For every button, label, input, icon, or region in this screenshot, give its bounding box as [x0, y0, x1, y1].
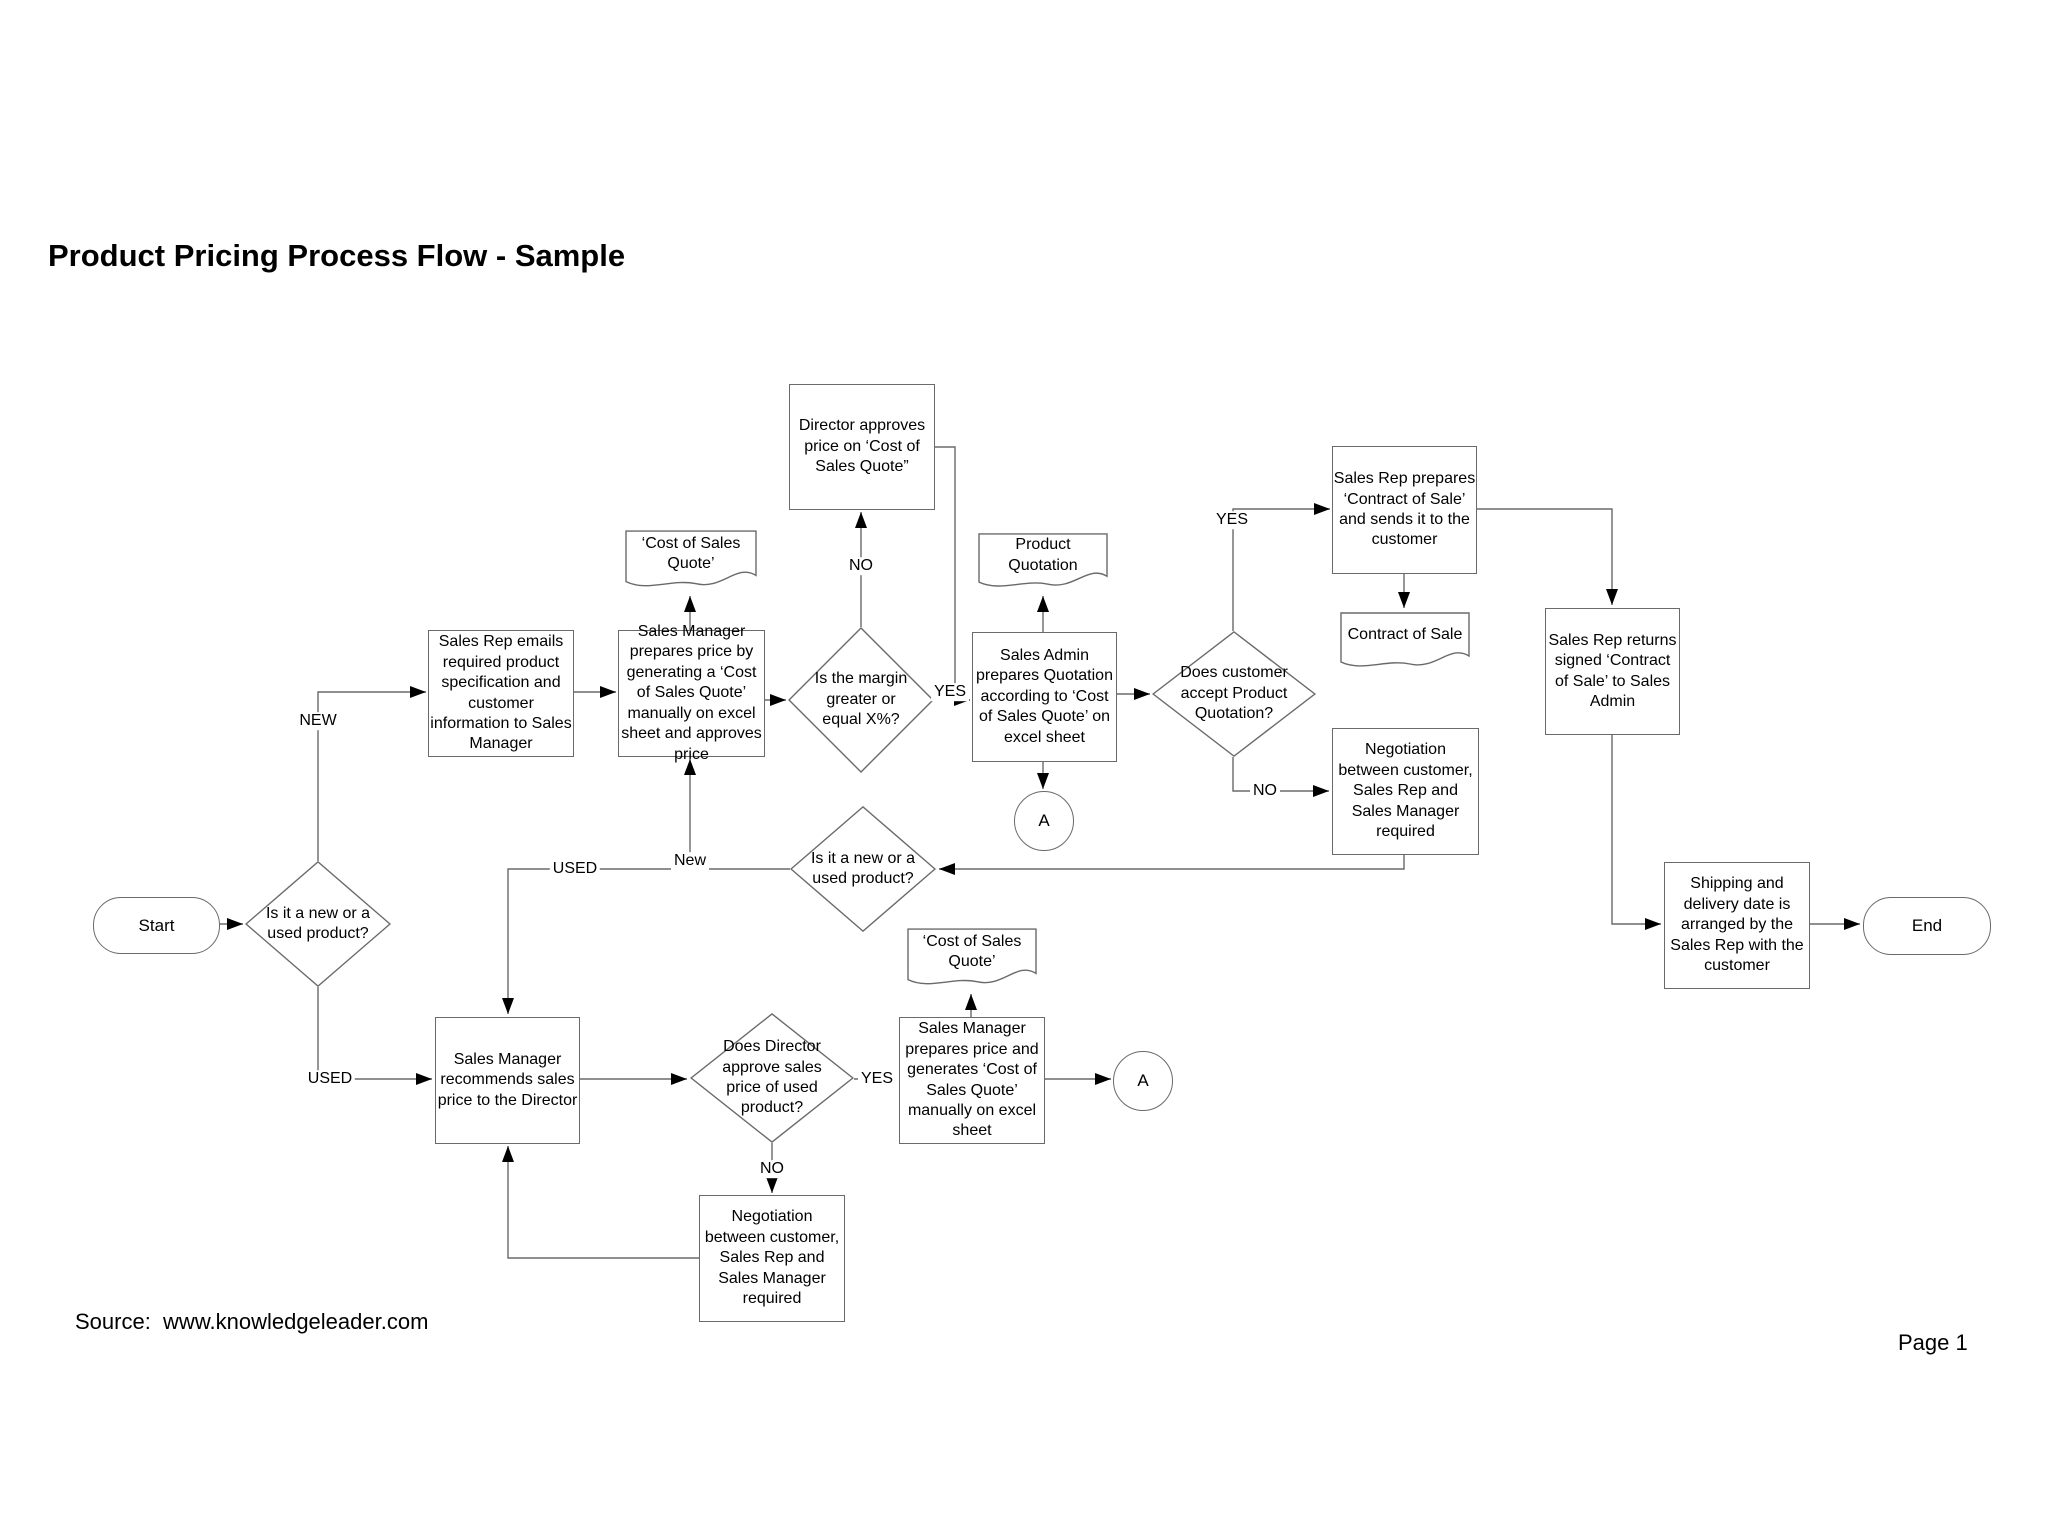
edge-label-yes-customer: YES — [1212, 511, 1252, 529]
document-shape — [1340, 612, 1470, 672]
edge-label-yes-margin: YES — [930, 683, 970, 701]
process-shipping-delivery: Shipping and delivery date is arranged b… — [1664, 862, 1810, 989]
diamond-shape — [1152, 631, 1316, 757]
process-sales-rep-prepares-contract-label: Sales Rep prepares ‘Contract of Sale’ an… — [1333, 470, 1476, 549]
process-negotiation-2: Negotiation between customer, Sales Rep … — [699, 1195, 845, 1322]
edge-label-used-2: USED — [549, 860, 601, 878]
decision-new-or-used-2-label: Is it a new or a used product? — [810, 849, 916, 887]
edge-label-used-1: USED — [304, 1070, 356, 1088]
process-sales-admin-prepares-quotation: Sales Admin prepares Quotation according… — [972, 632, 1117, 762]
terminator-start-label: Start — [138, 915, 175, 935]
connector-a-2: A — [1113, 1051, 1173, 1111]
decision-director-approve: Does Director approve sales price of use… — [690, 1013, 854, 1143]
decision-new-or-used-1-label: Is it a new or a used product? — [265, 904, 371, 942]
edge-d2-used-to-recommends-top — [502, 868, 790, 1014]
diamond-shape — [245, 861, 391, 987]
connector-a-2-label: A — [1137, 1071, 1149, 1091]
process-sales-manager-prepares-price-new: Sales Manager prepares price by generati… — [618, 623, 765, 763]
process-sales-rep-emails: Sales Rep emails required product specif… — [428, 630, 574, 757]
diamond-shape — [690, 1013, 854, 1143]
edge-d-customer-yes-to-contract-prep — [1232, 503, 1330, 631]
edge-negotiation1-to-d2 — [939, 853, 1405, 875]
edge-label-new-1: NEW — [296, 712, 340, 730]
process-sales-manager-prepares-price-used: Sales Manager prepares price and generat… — [899, 1017, 1045, 1144]
page-title: Product Pricing Process Flow - Sample — [48, 238, 626, 273]
edge-director-to-sales-admin — [933, 446, 956, 700]
process-sales-manager-prepares-price-new-label: Sales Manager prepares price by generati… — [621, 622, 762, 763]
document-contract-of-sale-label: Contract of Sale — [1347, 625, 1463, 643]
edge-label-no-director: NO — [757, 1160, 787, 1178]
terminator-start: Start — [93, 897, 220, 954]
document-cost-of-sales-quote-bottom: ‘Cost of Sales Quote’ — [907, 928, 1037, 990]
document-product-quotation: Product Quotation — [978, 533, 1108, 592]
process-director-approves: Director approves price on ‘Cost of Sale… — [789, 384, 935, 510]
diamond-shape — [788, 627, 934, 773]
edge-returns-to-shipping — [1611, 733, 1661, 930]
connector-a-1-label: A — [1038, 811, 1050, 831]
edge-label-yes-director: YES — [857, 1070, 897, 1088]
process-sales-rep-returns-contract-label: Sales Rep returns signed ‘Contract of Sa… — [1548, 631, 1677, 710]
source-note: Source: www.knowledgeleader.com — [75, 1309, 429, 1334]
edge-label-new-2: New — [670, 852, 710, 870]
diamond-shape — [790, 806, 936, 932]
terminator-end-label: End — [1911, 916, 1943, 936]
edge-label-no-customer: NO — [1250, 782, 1280, 800]
decision-director-approve-label: Does Director approve sales price of use… — [722, 1038, 822, 1117]
document-contract-of-sale: Contract of Sale — [1340, 612, 1470, 672]
document-shape — [625, 530, 757, 592]
process-sales-rep-returns-contract: Sales Rep returns signed ‘Contract of Sa… — [1545, 608, 1680, 735]
terminator-end: End — [1863, 897, 1991, 955]
process-negotiation-1-label: Negotiation between customer, Sales Rep … — [1338, 741, 1473, 841]
decision-margin-label: Is the margin greater or equal X%? — [814, 670, 908, 729]
decision-customer-accept: Does customer accept Product Quotation? — [1152, 631, 1316, 757]
edge-d1-used-to-recommends — [317, 987, 432, 1085]
process-negotiation-1: Negotiation between customer, Sales Rep … — [1332, 728, 1479, 855]
page-number: Page 1 — [1898, 1330, 1968, 1355]
process-sales-rep-prepares-contract: Sales Rep prepares ‘Contract of Sale’ an… — [1332, 446, 1477, 574]
document-cost-of-sales-quote-top: ‘Cost of Sales Quote’ — [625, 530, 757, 592]
document-shape — [907, 928, 1037, 990]
decision-new-or-used-1: Is it a new or a used product? — [245, 861, 391, 987]
process-sales-manager-recommends: Sales Manager recommends sales price to … — [435, 1017, 580, 1144]
connector-a-1: A — [1014, 791, 1074, 851]
document-product-quotation-label: Product Quotation — [1008, 536, 1078, 574]
process-director-approves-label: Director approves price on ‘Cost of Sale… — [798, 417, 926, 476]
process-negotiation-2-label: Negotiation between customer, Sales Rep … — [704, 1208, 840, 1308]
process-shipping-delivery-label: Shipping and delivery date is arranged b… — [1670, 875, 1804, 975]
decision-new-or-used-2: Is it a new or a used product? — [790, 806, 936, 932]
document-shape — [978, 533, 1108, 592]
edge-negotiation2-to-recommends — [502, 1146, 699, 1259]
process-sales-rep-emails-label: Sales Rep emails required product specif… — [430, 633, 572, 753]
decision-customer-accept-label: Does customer accept Product Quotation? — [1180, 664, 1288, 723]
document-cost-of-sales-quote-bottom-label: ‘Cost of Sales Quote’ — [922, 932, 1022, 970]
process-sales-manager-recommends-label: Sales Manager recommends sales price to … — [437, 1050, 578, 1109]
edge-d-customer-no-to-negotiation1 — [1232, 757, 1329, 797]
edge-contract-prep-to-returns — [1475, 508, 1618, 605]
edge-label-no-margin: NO — [846, 557, 876, 575]
document-cost-of-sales-quote-top-label: ‘Cost of Sales Quote’ — [641, 534, 741, 572]
process-sales-manager-prepares-price-used-label: Sales Manager prepares price and generat… — [905, 1020, 1039, 1140]
decision-margin: Is the margin greater or equal X%? — [788, 627, 934, 773]
process-sales-admin-prepares-quotation-label: Sales Admin prepares Quotation according… — [976, 646, 1113, 746]
edge-d1-new-to-emails — [317, 686, 426, 861]
